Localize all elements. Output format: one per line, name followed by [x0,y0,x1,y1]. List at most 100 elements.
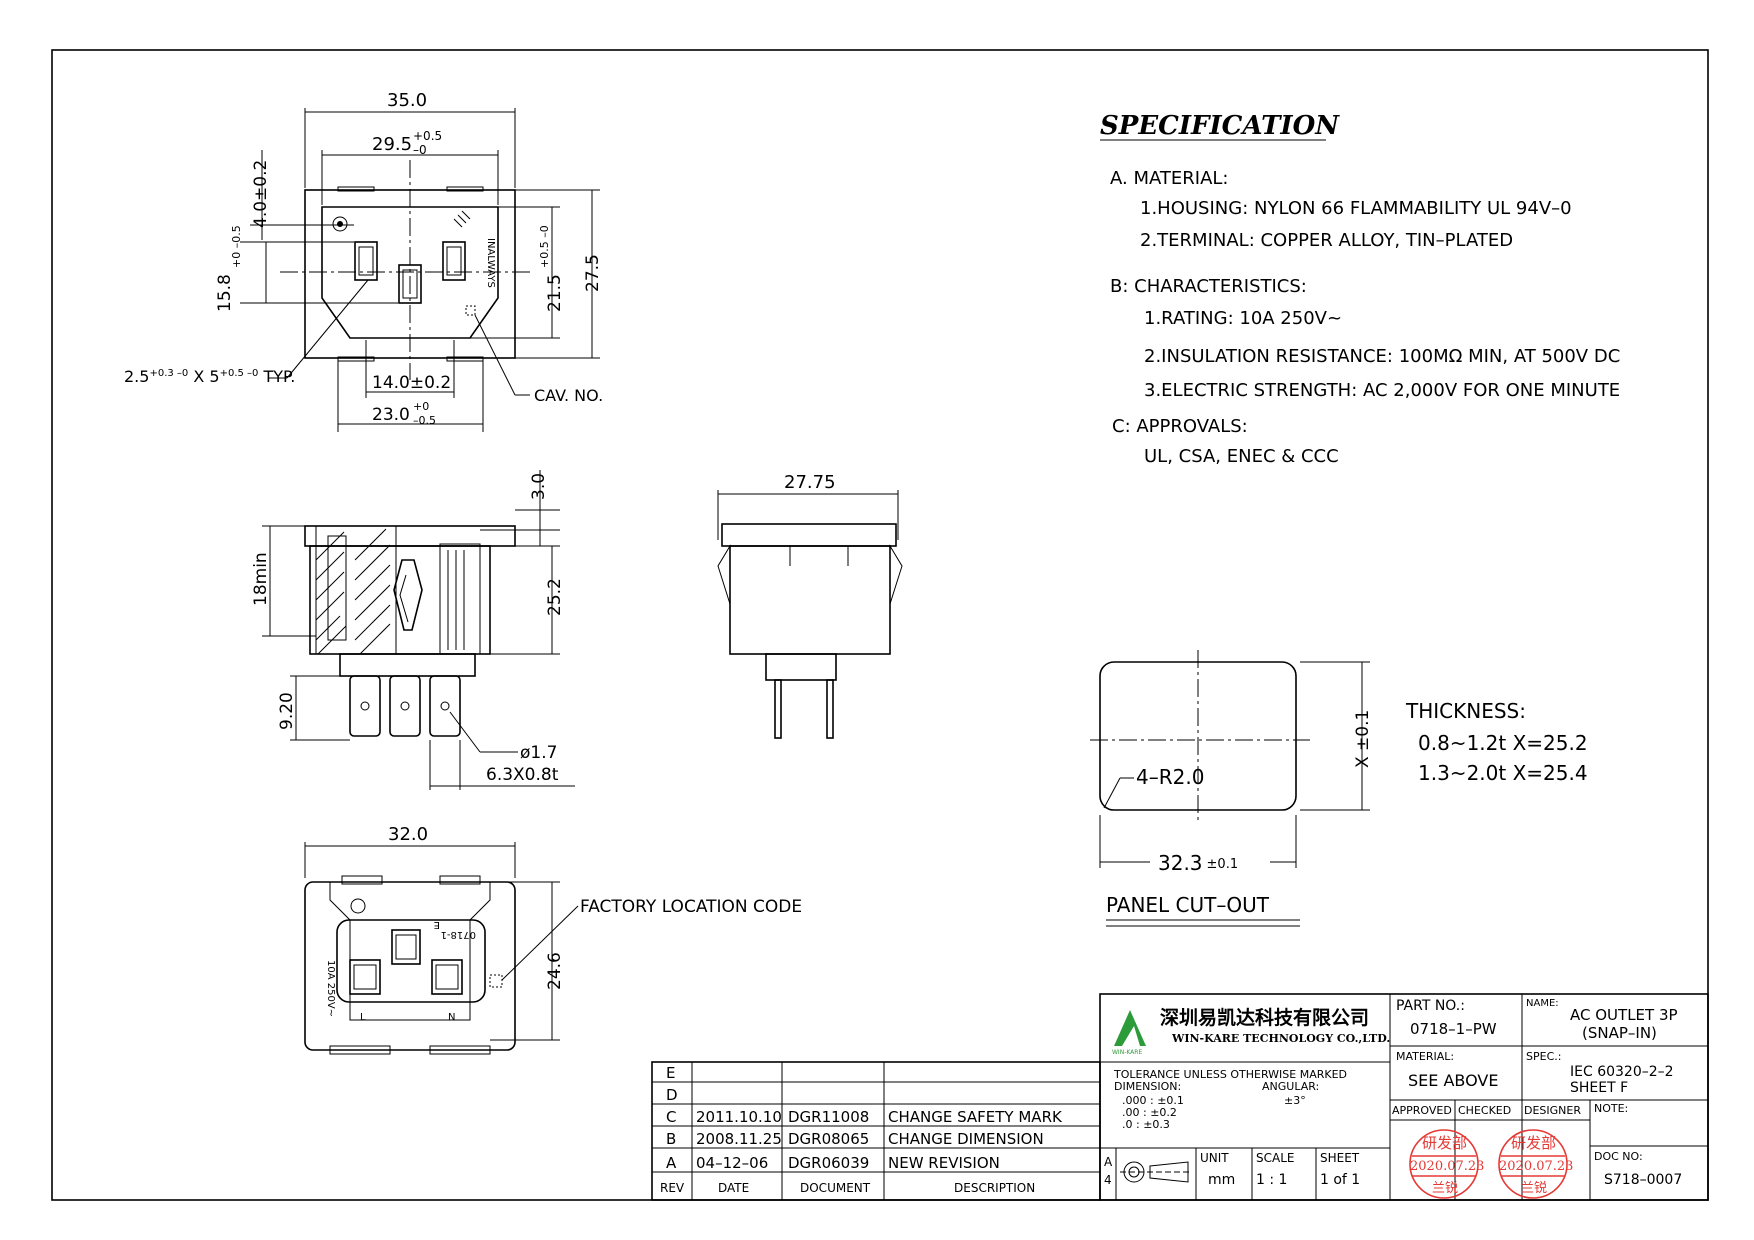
end-body [729,545,891,655]
sheet-value: 1 of 1 [1320,1172,1360,1188]
terminal-3 [429,675,461,737]
rev-a-desc: NEW REVISION [888,1154,1000,1172]
rev-a: A [666,1154,677,1172]
dim-4-0: 4.0±0.2 [251,160,271,228]
rev-a-date: 04–12–06 [696,1154,768,1172]
rev-b-desc: CHANGE DIMENSION [888,1130,1044,1148]
stamp1-name: 兰锐 [1432,1181,1458,1196]
rev-c-desc: CHANGE SAFETY MARK [888,1108,1063,1126]
tolerance-heading: TOLERANCE UNLESS OTHERWISE MARKED [1113,1068,1347,1081]
back-safety-mark-icon [350,898,366,914]
dim-6-3x0-8t: 6.3X0.8t [486,765,559,785]
dim-3-0: 3.0 [529,473,549,500]
title-block: WIN-KARE 深圳易凯达科技有限公司 WIN-KARE TECHNOLOGY… [1099,993,1709,1201]
tolerance-angular-value: ±3° [1284,1094,1306,1107]
dim-15-8: 15.8 [215,274,235,312]
dim-24-6: 24.6 [545,952,565,990]
name-header: NAME: [1526,998,1559,1009]
end-pin-1 [774,679,782,739]
side-view: 3.0 25.2 18min 9.20 ø1.7 6.3X0.8t [251,470,575,790]
cutout-title: PANEL CUT–OUT [1106,893,1270,917]
spec-b3: 3.ELECTRIC STRENGTH: AC 2,000V FOR ONE M… [1144,380,1620,401]
company-logo-icon [1114,1010,1146,1046]
dim-23-0-tol-dn: –0.5 [413,414,436,427]
spec-value-1: IEC 60320–2–2 [1570,1064,1674,1080]
dim-23-0: 23.0 [372,405,410,425]
cutout-width: 32.3±0.1 [1158,851,1238,875]
safety-mark-icon [332,216,348,232]
cav-no-box [465,305,476,316]
slot-callout: 2.5+0.3 –0 X 5+0.5 –0 TYP. [124,367,295,386]
spec-a1: 1.HOUSING: NYLON 66 FLAMMABILITY UL 94V–… [1140,198,1572,219]
thickness-1: 0.8~1.2t X=25.2 [1418,731,1588,755]
logo-text: WIN-KARE [1112,1049,1142,1056]
rev-e: E [666,1064,675,1082]
dim-21-5-tol: +0.5 –0 [538,225,551,268]
scale-value: 1 : 1 [1256,1172,1287,1188]
section-hatching [315,528,391,655]
rev-header-document: DOCUMENT [800,1181,871,1195]
end-pin-2 [826,679,834,739]
dim-18min: 18min [251,552,271,606]
company-name-cn: 深圳易凯达科技有限公司 [1160,1006,1369,1029]
scale-header: SCALE [1256,1151,1294,1165]
approval-stamp-1: 研发部 2020.07.23 兰锐 [1409,1129,1484,1199]
side-body [309,545,491,655]
dim-29-5-tol-up: +0.5 [413,129,442,143]
contact-spring [393,559,423,631]
doc-no-value: S718–0007 [1604,1172,1682,1188]
cutout-radius: 4–R2.0 [1136,765,1204,789]
designer-header: DESIGNER [1524,1104,1581,1117]
approval-stamp-2: 研发部 2020.07.23 兰锐 [1498,1129,1573,1199]
dim-14-0: 14.0±0.2 [372,373,451,393]
note-header: NOTE: [1594,1102,1628,1115]
rev-header-description: DESCRIPTION [954,1181,1035,1195]
spec-b-head: B: CHARACTERISTICS: [1110,276,1307,297]
spec-header: SPEC.: [1526,1050,1561,1063]
unit-value: mm [1208,1172,1235,1188]
slot-left [354,241,378,281]
revision-table: E D C 2011.10.10 DGR11008 CHANGE SAFETY … [651,1061,1101,1201]
dim-25-2: 25.2 [545,578,565,616]
back-part-mark: 0718-1 [441,929,476,940]
back-view: 0718-1 10A 250V~ L N E 32.0 24.6 FACTORY… [304,824,802,1055]
dim-21-5: 21.5 [545,274,565,312]
projection-symbol-icon [1120,1161,1192,1183]
thickness-2: 1.3~2.0t X=25.4 [1418,761,1588,785]
terminal-2 [389,675,421,737]
specification: SPECIFICATION A. MATERIAL: 1.HOUSING: NY… [1100,111,1620,467]
name-value-2: (SNAP–IN) [1582,1024,1657,1042]
stamp1-date: 2020.07.23 [1410,1159,1484,1174]
rev-c-doc: DGR11008 [788,1108,869,1126]
dim-15-8-tol: +0 –0.5 [230,225,243,268]
part-no-header: PART NO.: [1396,998,1465,1014]
back-housing [336,919,486,1003]
dim-9-20: 9.20 [277,692,297,730]
front-view: INALWAYS 35.0 29.5 +0.5 –0 4.0±0.2 15.8 … [124,90,603,432]
unit-header: UNIT [1200,1151,1229,1165]
rev-header-rev: REV [660,1181,685,1195]
material-header: MATERIAL: [1396,1050,1454,1063]
back-label-l: L [360,1012,366,1023]
factory-location-code-label: FACTORY LOCATION CODE [580,897,802,917]
name-value-1: AC OUTLET 3P [1570,1006,1678,1024]
dim-32-0: 32.0 [388,824,428,845]
dim-d1-7: ø1.7 [520,743,557,763]
dim-29-5: 29.5 [372,134,412,155]
stamp1-dept: 研发部 [1422,1134,1467,1152]
spec-a-head: A. MATERIAL: [1110,168,1228,189]
part-no-value: 0718–1–PW [1410,1020,1497,1038]
thickness-head: THICKNESS: [1405,699,1526,723]
rev-c-date: 2011.10.10 [696,1108,782,1126]
approved-header: APPROVED [1392,1104,1452,1117]
rev-header-date: DATE [718,1181,749,1195]
spec-title: SPECIFICATION [1100,111,1340,141]
spec-c1: UL, CSA, ENEC & CCC [1144,446,1339,467]
rev-c: C [666,1108,676,1126]
sheet-header: SHEET [1320,1151,1360,1165]
cutout-x-dim: X ±0.1 [1353,710,1373,768]
spec-b1: 1.RATING: 10A 250V~ [1144,308,1342,329]
slot-right [442,241,466,281]
spec-b2: 2.INSULATION RESISTANCE: 100MΩ MIN, AT 5… [1144,346,1620,367]
dim-23-0-tol-up: +0 [413,400,429,413]
